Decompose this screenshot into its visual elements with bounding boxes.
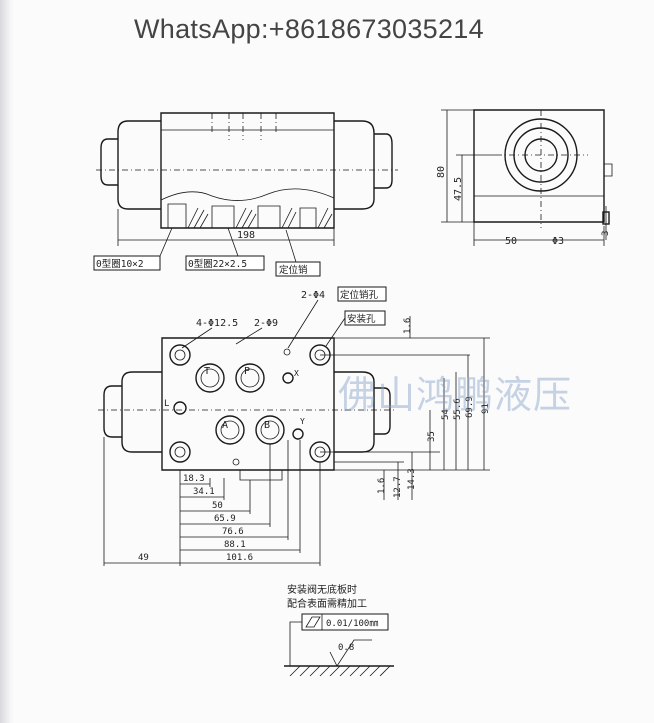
front-labels: 0型圈10×2 0型圈22×2.5 定位销	[93, 227, 321, 277]
dims-bottom-right: 1.6 12.7 14.3	[334, 452, 417, 500]
port-y: Y	[292, 417, 305, 440]
port-b: B	[255, 415, 285, 445]
dim-center: 47.5	[453, 154, 496, 222]
svg-text:55.6: 55.6	[453, 398, 463, 420]
surface-note: 安装阀无底板时 配合表面需精加工 0.01/100㎜ 0.8	[284, 583, 394, 677]
svg-text:65.9: 65.9	[214, 514, 236, 524]
surface-hatching	[289, 665, 391, 677]
flatness-icon	[305, 616, 321, 628]
port-p: P	[235, 363, 265, 393]
port-a: A	[215, 415, 245, 445]
svg-text:54: 54	[441, 409, 451, 420]
port-l: L	[164, 399, 187, 415]
plan-view: T P A B X Y L	[98, 286, 491, 566]
pin-holes	[232, 348, 291, 466]
port-x: X	[282, 369, 299, 384]
mount-holes-label: 安装孔	[347, 313, 376, 325]
holes-big-label: 4-Φ12.5	[196, 318, 238, 329]
watermark-text: 佛山鸿鹏液压	[338, 373, 573, 417]
pin-offset-value: 3	[601, 231, 611, 236]
plan-left-cap	[121, 371, 162, 453]
svg-text:B: B	[264, 420, 270, 431]
side-view: 80 47.5 50 Φ3 3	[436, 109, 613, 247]
plan-body-outline	[161, 337, 335, 471]
svg-text:34.1: 34.1	[193, 487, 215, 497]
right-knob	[374, 133, 393, 189]
pin-holes-count-label: 2-Φ4	[301, 290, 325, 301]
port-t: T	[195, 363, 225, 393]
left-knob	[100, 138, 118, 186]
right-end-cap	[334, 120, 375, 210]
mounting-holes	[169, 344, 331, 463]
svg-text:49: 49	[138, 553, 149, 563]
oring-small-label: 0型圈10×2	[96, 259, 144, 270]
svg-text:A: A	[222, 420, 228, 431]
length-value: 198	[237, 230, 255, 241]
dim-left: 49	[103, 437, 180, 566]
svg-text:1.6: 1.6	[377, 478, 387, 494]
whatsapp-contact: WhatsApp:+8618673035214	[134, 14, 484, 44]
svg-text:76.6: 76.6	[222, 527, 244, 537]
holes-small-label: 2-Φ9	[254, 318, 278, 329]
svg-text:101.6: 101.6	[226, 553, 253, 563]
plan-right-cap	[334, 371, 375, 453]
top-marks	[211, 113, 277, 140]
svg-text:88.1: 88.1	[224, 540, 246, 550]
pin-holes-label: 定位销孔	[340, 289, 379, 301]
svg-text:69.9: 69.9	[465, 396, 475, 418]
note-line2: 配合表面需精加工	[287, 597, 367, 610]
mounting-face	[239, 470, 283, 481]
plan-left-knob	[103, 385, 122, 438]
svg-text:12.7: 12.7	[393, 476, 403, 498]
svg-text:X: X	[294, 369, 299, 378]
svg-text:18.3: 18.3	[183, 474, 205, 484]
plan-right-knob	[374, 387, 391, 435]
svg-text:50: 50	[212, 501, 223, 511]
roughness-icon	[329, 639, 372, 667]
pin-dia-value: Φ3	[552, 236, 564, 247]
scan-edge-shadow	[0, 0, 14, 723]
front-view: 198 0型圈10×2 0型圈22×2.5 定位销	[93, 112, 398, 277]
side-body-outline	[473, 109, 605, 223]
oring-large-label: 0型圈22×2.5	[188, 259, 247, 270]
dim-length: 198	[117, 209, 335, 246]
svg-text:L: L	[164, 399, 169, 409]
svg-text:Y: Y	[300, 417, 305, 426]
plan-labels: 4-Φ12.5 2-Φ9 2-Φ4 定位销孔 安装孔	[181, 286, 387, 349]
locating-pin-label: 定位销	[279, 264, 308, 276]
center-value: 47.5	[453, 177, 464, 201]
dim-width: 50 Φ3	[473, 222, 605, 247]
svg-text:91: 91	[481, 403, 491, 414]
height-value: 80	[436, 166, 447, 178]
flatness-value: 0.01/100㎜	[326, 619, 378, 629]
section-cutaway	[160, 188, 335, 229]
width-value: 50	[505, 236, 517, 247]
svg-text:P: P	[244, 366, 250, 377]
svg-text:14.3: 14.3	[407, 468, 417, 490]
svg-text:35: 35	[427, 431, 437, 442]
left-end-cap	[117, 120, 161, 210]
roughness-value: 0.8	[338, 643, 354, 653]
dim-pin-offset: 3	[601, 206, 611, 240]
svg-text:T: T	[204, 366, 210, 377]
dims-bottom: 18.3 34.1 50 65.9 76.6 88.1 101.6	[179, 440, 321, 566]
svg-text:1.6: 1.6	[403, 318, 413, 334]
note-line1: 安装阀无底板时	[287, 583, 357, 596]
dim-height: 80	[436, 109, 474, 223]
